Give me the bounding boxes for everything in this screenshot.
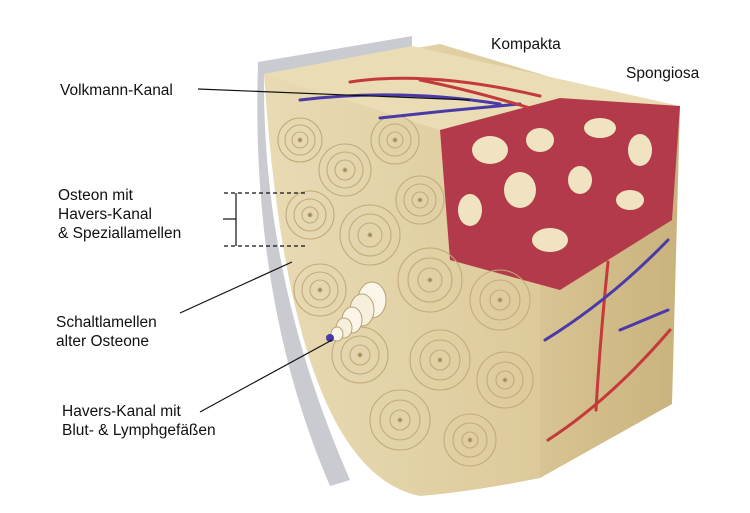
leader-lines bbox=[179, 88, 471, 413]
volkmann-kanal-label: Volkmann-Kanal bbox=[60, 82, 173, 99]
volkmann-leader bbox=[197, 88, 471, 101]
spongiosa-label: Spongiosa bbox=[626, 65, 700, 82]
schaltlamellen-label: Schaltlamellen alter Osteone bbox=[56, 314, 157, 350]
schalt-leader bbox=[179, 261, 293, 314]
havers-kanal-label: Havers-Kanal mit Blut- & Lymphgefäßen bbox=[62, 403, 216, 439]
havers-leader bbox=[199, 339, 333, 413]
side-vessels bbox=[543, 238, 672, 442]
osteon-cone bbox=[326, 281, 387, 342]
volkmann-vessels bbox=[298, 76, 542, 120]
periosteum bbox=[257, 36, 412, 486]
kompakta-label: Kompakta bbox=[491, 36, 561, 53]
trabeculae bbox=[458, 118, 652, 252]
osteons bbox=[277, 115, 534, 467]
osteon-label: Osteon mit Havers-Kanal & Speziallamelle… bbox=[58, 187, 182, 242]
